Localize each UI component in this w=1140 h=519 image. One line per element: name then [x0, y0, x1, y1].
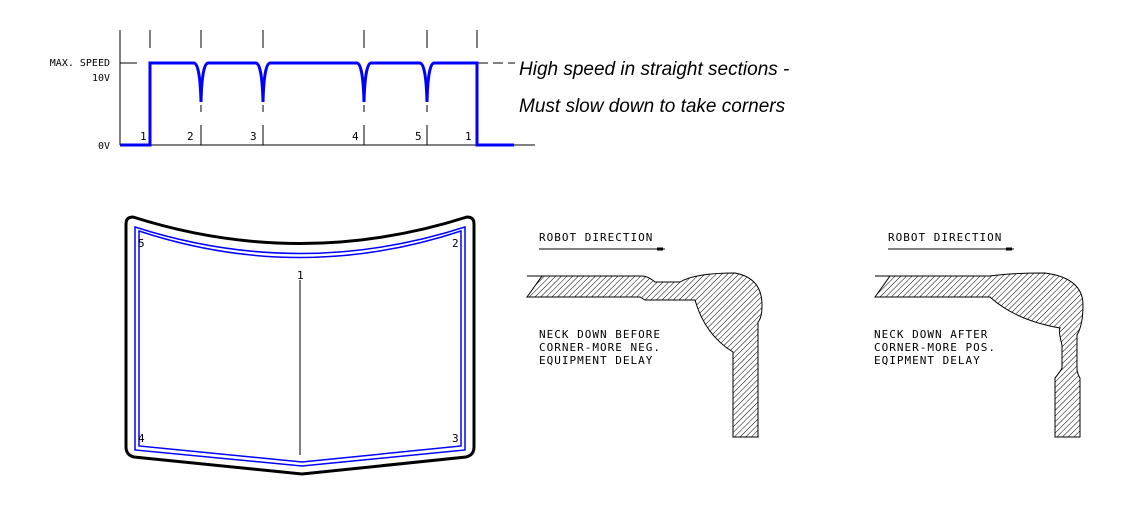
outer-outline — [124, 215, 476, 476]
speed-chart: MAX. SPEED 10V 0V 1 2 3 4 5 1 — [50, 30, 535, 152]
segment-ticks — [149, 30, 478, 145]
segment-label: 1 — [465, 130, 473, 143]
direction-label: ROBOT DIRECTION — [888, 231, 1002, 244]
caption-line-1: High speed in straight sections - — [519, 59, 790, 80]
neck-before-figure: ROBOT DIRECTION NECK DOWN BEFORE CORNER-… — [526, 231, 763, 438]
segment-label: 3 — [250, 130, 258, 143]
blue-path — [134, 225, 466, 467]
note-line: EQUIPMENT DELAY — [539, 354, 653, 367]
weld-path-shape: 5 2 1 4 3 — [124, 215, 476, 476]
label-max-speed: MAX. SPEED — [50, 58, 110, 69]
weld-bead — [874, 272, 1084, 438]
direction-label: ROBOT DIRECTION — [539, 231, 653, 244]
corner-label: 2 — [452, 237, 460, 250]
neck-after-figure: ROBOT DIRECTION NECK DOWN AFTER CORNER-M… — [874, 231, 1084, 438]
speed-profile-line — [120, 61, 514, 147]
corner-label: 1 — [297, 269, 305, 282]
segment-label: 2 — [187, 130, 195, 143]
segment-label: 1 — [140, 130, 148, 143]
note-line: NECK DOWN BEFORE — [539, 328, 661, 341]
segment-label: 5 — [415, 130, 423, 143]
corner-label: 4 — [138, 432, 146, 445]
note-line: NECK DOWN AFTER — [874, 328, 988, 341]
label-0v: 0V — [98, 141, 110, 152]
segment-label: 4 — [352, 130, 360, 143]
label-10v: 10V — [92, 73, 110, 84]
corner-label: 5 — [138, 237, 146, 250]
corner-label: 3 — [452, 432, 460, 445]
note-line: CORNER-MORE POS. — [874, 341, 996, 354]
weld-bead — [526, 272, 763, 438]
caption-line-2: Must slow down to take corners — [519, 96, 786, 117]
note-line: CORNER-MORE NEG. — [539, 341, 661, 354]
note-line: EQIPMENT DELAY — [874, 354, 981, 367]
